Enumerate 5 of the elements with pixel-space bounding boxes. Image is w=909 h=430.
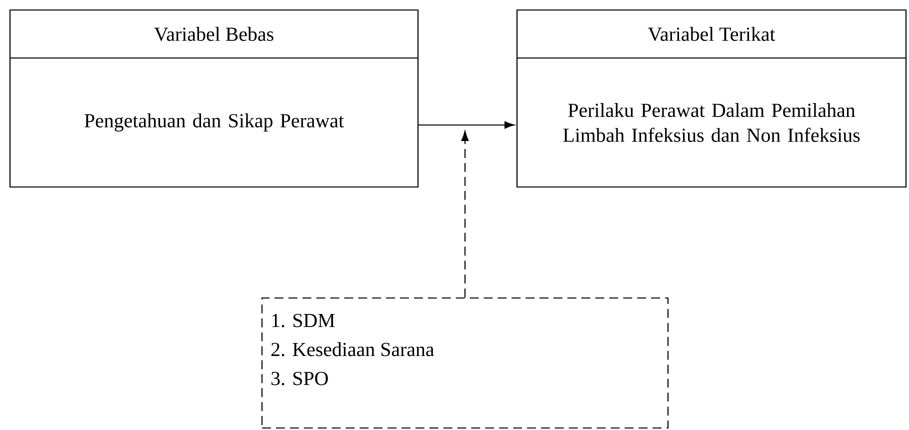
factor-list-box: 1. SDM 2. Kesediaan Sarana 3. SPO bbox=[261, 297, 669, 429]
arrow bbox=[461, 130, 469, 298]
variable-box: Variabel Terikat Perilaku Perawat Dalam Pemilahan Limbah Infeksius dan Non Infeksius bbox=[516, 9, 907, 188]
arrow bbox=[418, 121, 514, 129]
variable-box: Variabel Bebas Pengetahuan dan Sikap Perawat bbox=[9, 9, 419, 188]
